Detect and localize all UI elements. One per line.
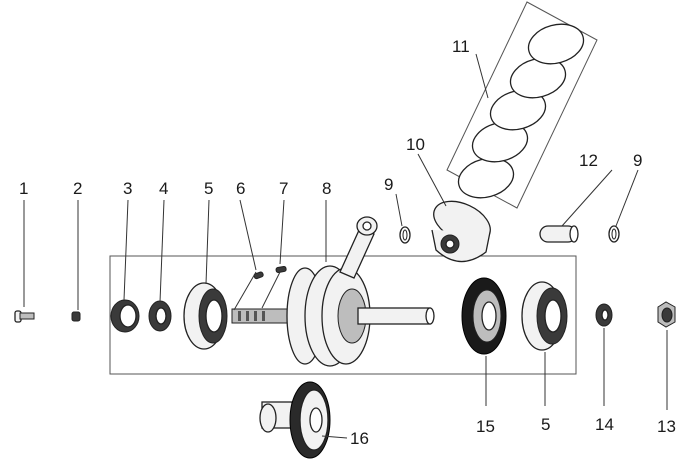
callout-10: 10 — [406, 135, 425, 154]
callout-16: 16 — [350, 429, 369, 448]
clip-part-9-right — [608, 225, 620, 243]
leader-lines — [23, 53, 668, 439]
callout-12: 12 — [579, 151, 598, 170]
callout-4: 4 — [159, 179, 168, 198]
callout-1: 1 — [19, 179, 28, 198]
callout-3: 3 — [123, 179, 132, 198]
callout-9-right: 9 — [633, 151, 642, 170]
callout-6: 6 — [236, 179, 245, 198]
piston-rings-part-11 — [457, 23, 585, 199]
key-part-6 — [253, 271, 264, 280]
crankshaft-group-box — [109, 255, 577, 375]
callout-11: 11 — [452, 37, 470, 56]
nut-part-13 — [657, 301, 676, 328]
key-part-7 — [275, 265, 287, 274]
washer-part-4 — [148, 300, 172, 332]
callout-13: 13 — [657, 417, 676, 436]
callout-15: 15 — [476, 417, 495, 436]
oil-seal-part-15 — [461, 277, 507, 355]
bearing-part-5-right — [521, 281, 568, 351]
clip-part-9-left — [399, 226, 411, 244]
callout-9-left: 9 — [384, 175, 393, 194]
piston-part-10 — [431, 200, 491, 263]
washer-part-14 — [595, 303, 613, 327]
pin-part-2 — [71, 311, 81, 322]
timing-gear-part-16 — [259, 381, 331, 459]
callout-5-bottom: 5 — [541, 415, 550, 434]
callout-5-top: 5 — [204, 179, 213, 198]
callout-labels: 1 2 3 4 5 6 7 8 9 10 11 12 9 15 5 14 13 … — [19, 37, 676, 448]
seal-part-3 — [110, 299, 140, 333]
callout-14: 14 — [595, 415, 614, 434]
callout-2: 2 — [73, 179, 82, 198]
piston-pin-part-12 — [539, 225, 579, 243]
callout-7: 7 — [279, 179, 288, 198]
callout-8: 8 — [322, 179, 331, 198]
bearing-part-5-left — [183, 282, 228, 350]
crankshaft-part-8 — [231, 216, 435, 367]
bolt-part-1 — [14, 310, 35, 323]
